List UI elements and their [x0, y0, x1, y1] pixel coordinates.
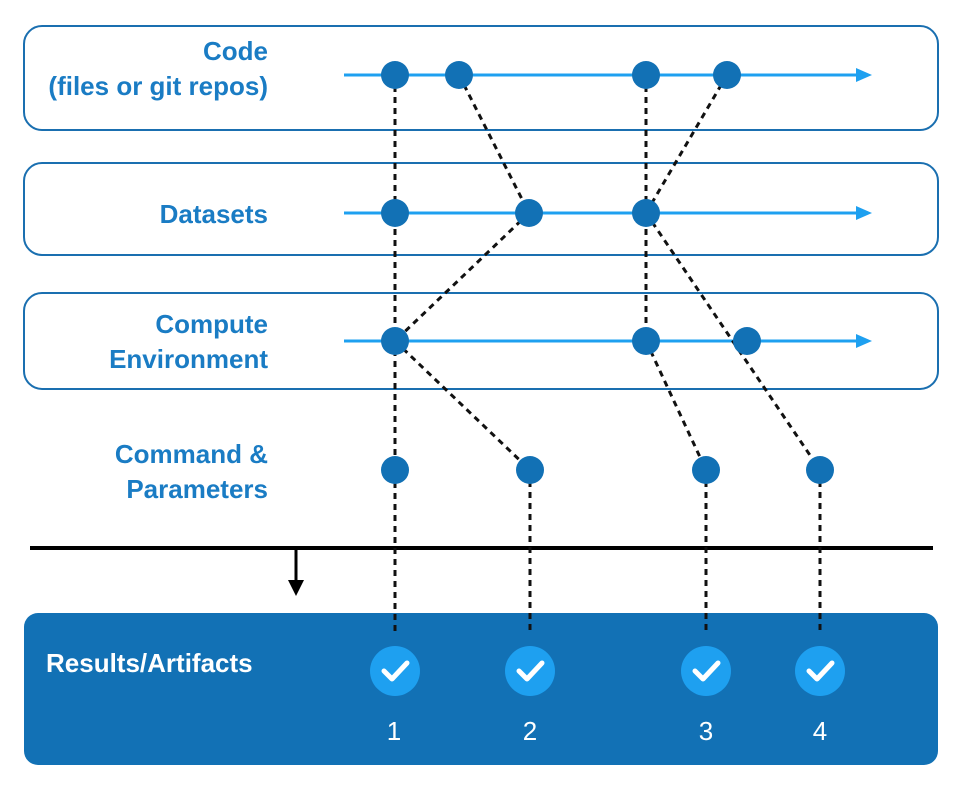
check-badge: [795, 646, 845, 696]
arrow-right-icon: [856, 206, 872, 220]
dependency-connector-9: [644, 340, 708, 471]
run-check-4: [795, 646, 845, 696]
lane-label-code-line2: (files or git repos): [48, 71, 268, 101]
check-icon: [381, 660, 410, 682]
run-check-1: [370, 646, 420, 696]
version-node-code-1: [381, 61, 409, 89]
version-node-command-13: [692, 456, 720, 484]
check-badge: [681, 646, 731, 696]
lane-label-code: Code (files or git repos): [48, 34, 268, 104]
lane-label-compute: Compute Environment: [109, 307, 268, 377]
arrow-down-icon: [288, 580, 304, 596]
dependency-connector-7: [644, 74, 729, 214]
check-badge: [505, 646, 555, 696]
version-node-command-14: [806, 456, 834, 484]
dependency-connector-2: [457, 74, 531, 214]
dependency-connector-3: [393, 211, 531, 343]
lane-label-datasets-line1: Datasets: [159, 199, 268, 229]
version-node-datasets-7: [632, 199, 660, 227]
run-number-2: 2: [522, 716, 538, 746]
check-icon: [806, 660, 835, 682]
run-number-4: 4: [812, 716, 828, 746]
dependency-connector-8: [644, 212, 822, 471]
lane-label-datasets: Datasets: [160, 197, 268, 232]
lane-label-command-line2: Parameters: [126, 474, 268, 504]
version-node-compute-10: [733, 327, 761, 355]
lane-label-command-line1: Command &: [114, 439, 268, 469]
version-node-command-11: [381, 456, 409, 484]
check-badge: [370, 646, 420, 696]
run-check-2: [505, 646, 555, 696]
version-node-compute-9: [632, 327, 660, 355]
arrow-right-icon: [856, 68, 872, 82]
version-node-command-12: [516, 456, 544, 484]
results-label: Results/Artifacts: [46, 648, 253, 678]
arrow-right-icon: [856, 334, 872, 348]
dependency-connector-4: [393, 339, 532, 472]
version-node-code-4: [713, 61, 741, 89]
run-number-3: 3: [698, 716, 714, 746]
version-node-compute-8: [381, 327, 409, 355]
check-icon: [692, 660, 721, 682]
run-check-3: [681, 646, 731, 696]
lane-label-command: Command & Parameters: [115, 437, 268, 507]
version-node-code-2: [445, 61, 473, 89]
lane-label-code-line1: Code: [203, 36, 268, 66]
lane-box-datasets: [23, 162, 939, 256]
lane-label-compute-line1: Compute: [155, 309, 268, 339]
version-node-datasets-5: [381, 199, 409, 227]
version-node-datasets-6: [515, 199, 543, 227]
version-node-code-3: [632, 61, 660, 89]
lane-label-compute-line2: Environment: [109, 344, 268, 374]
check-icon: [516, 660, 545, 682]
run-number-1: 1: [386, 716, 402, 746]
